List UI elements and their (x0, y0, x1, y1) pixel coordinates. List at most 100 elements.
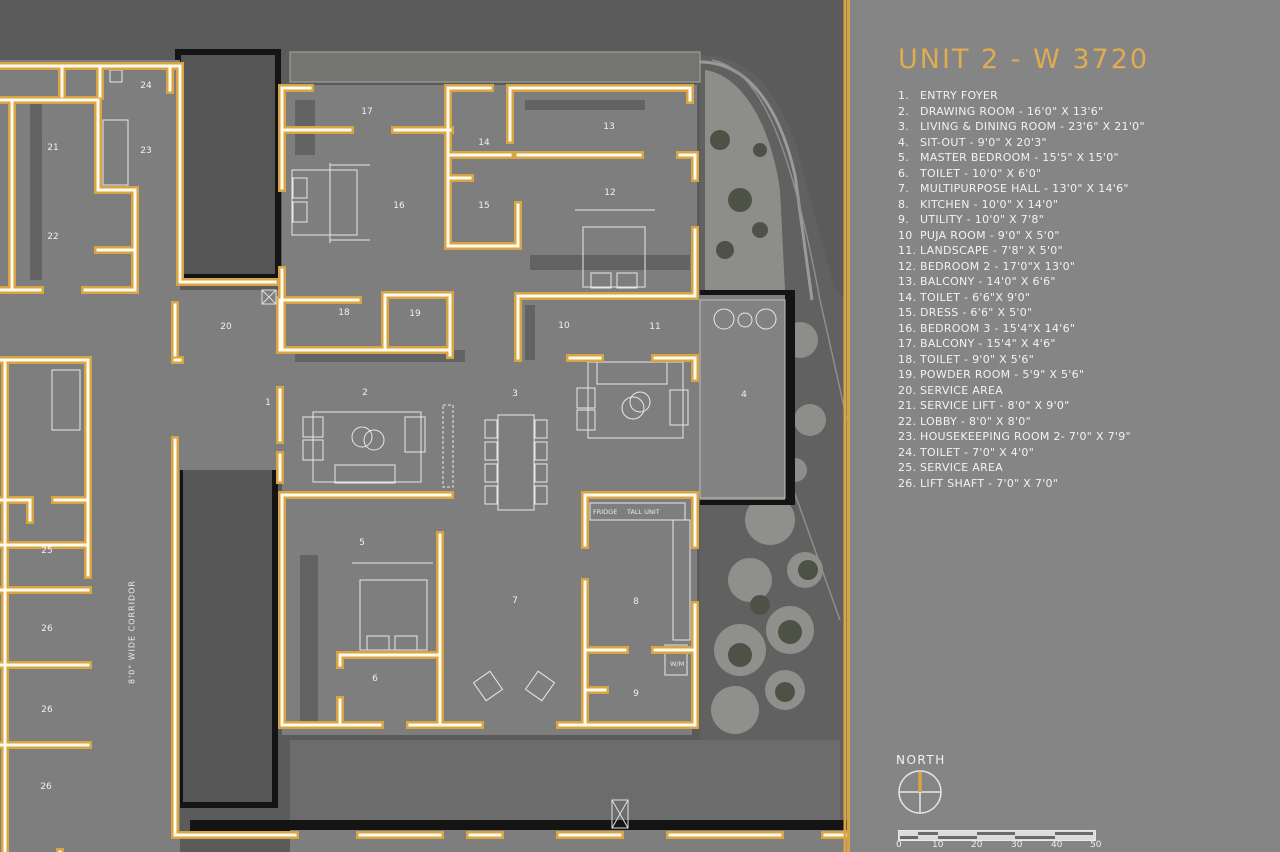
floor-plan-drawing (0, 0, 847, 852)
legend-item: 20.SERVICE AREA (898, 383, 1145, 399)
legend-number: 3. (898, 120, 910, 133)
legend-text: SERVICE AREA (920, 383, 1004, 397)
furniture (51, 69, 777, 702)
legend-number: 24. (898, 445, 917, 459)
room-label-25: 25 (41, 546, 53, 556)
legend-text: TOILET - 7'0" X 4'0" (920, 445, 1035, 459)
legend-number: 20. (898, 383, 917, 397)
room-legend: 1. ENTRY FOYER 2.DRAWING ROOM - 16'0" X 1… (898, 88, 1145, 491)
north-arrow-icon (898, 770, 942, 814)
legend-number: 6. (898, 166, 910, 180)
legend-item: 17.BALCONY - 15'4" X 4'6" (898, 336, 1145, 352)
legend-number: 18. (898, 352, 917, 366)
unit-title: UNIT 2 - W 3720 (898, 44, 1150, 75)
legend-item: 18.TOILET - 9'0" X 5'6" (898, 352, 1145, 368)
legend-item: 26.LIFT SHAFT - 7'0" X 7'0" (898, 476, 1145, 492)
legend-text: MASTER BEDROOM - 15'5" X 15'0" (920, 151, 1119, 164)
legend-number: 26. (898, 476, 917, 490)
legend-item: 6. TOILET - 10'0" X 6'0" (898, 166, 1145, 182)
legend-number: 7. (898, 182, 910, 195)
legend-text: PUJA ROOM - 9'0" X 5'0" (920, 228, 1060, 242)
legend-item: 12.BEDROOM 2 - 17'0"X 13'0" (898, 259, 1145, 275)
tall-unit-label: TALL UNIT (627, 508, 660, 516)
legend-number: 16. (898, 321, 917, 335)
legend-number: 4. (898, 135, 910, 149)
legend-item: 16.BEDROOM 3 - 15'4"X 14'6" (898, 321, 1145, 337)
legend-text: UTILITY - 10'0" X 7'8" (920, 213, 1045, 226)
legend-item: 11.LANDSCAPE - 7'8" X 5'0" (898, 243, 1145, 259)
room-label-26: 26 (41, 705, 53, 715)
washing-machine-label: W/M (670, 660, 685, 668)
scale-labels: 0 10 20 30 40 50 (896, 840, 1106, 852)
legend-text: LIVING & DINING ROOM - 23'6" X 21'0" (920, 120, 1145, 133)
legend-number: 22. (898, 414, 917, 428)
legend-number: 1. (898, 89, 910, 102)
legend-text: LOBBY - 8'0" X 8'0" (920, 414, 1031, 428)
corridor-label: 8'0" WIDE CORRIDOR (127, 579, 137, 685)
legend-text: TOILET - 10'0" X 6'0" (920, 166, 1042, 180)
legend-item: 14.TOILET - 6'6"X 9'0" (898, 290, 1145, 306)
scale-tick: 20 (971, 840, 983, 850)
legend-text: BEDROOM 2 - 17'0"X 13'0" (920, 259, 1076, 273)
scale-bar (898, 830, 1096, 841)
room-label-9: 9 (633, 689, 639, 699)
legend-text: SERVICE AREA (920, 461, 1004, 474)
legend-text: POWDER ROOM - 5'9" X 5'6" (920, 368, 1085, 381)
room-label-11: 11 (649, 322, 661, 332)
legend-text: ENTRY FOYER (920, 89, 999, 102)
room-label-7: 7 (512, 596, 518, 606)
room-label-4: 4 (741, 390, 747, 400)
legend-item: 2.DRAWING ROOM - 16'0" X 13'6" (898, 104, 1145, 120)
legend-item: 1. ENTRY FOYER (898, 88, 1145, 104)
legend-number: 8. (898, 197, 910, 211)
room-label-19: 19 (409, 309, 421, 319)
legend-item: 21.SERVICE LIFT - 8'0" X 9'0" (898, 398, 1145, 414)
legend-text: SERVICE LIFT - 8'0" X 9'0" (920, 399, 1070, 412)
room-label-26: 26 (40, 782, 52, 792)
legend-item: 19.POWDER ROOM - 5'9" X 5'6" (898, 367, 1145, 383)
room-label-21: 21 (47, 143, 59, 153)
room-label-23: 23 (140, 146, 152, 156)
legend-item: 8. KITCHEN - 10'0" X 14'0" (898, 197, 1145, 213)
legend-number: 2. (898, 104, 910, 118)
floor-plan: 1 2 3 4 5 6 7 8 9 10 11 12 13 14 15 16 1… (0, 0, 847, 852)
room-label-6: 6 (372, 674, 378, 684)
legend-number: 19. (898, 368, 917, 381)
legend-text: KITCHEN - 10'0" X 14'0" (920, 197, 1059, 211)
legend-number: 15. (898, 306, 917, 319)
room-label-22: 22 (47, 232, 59, 242)
north-label: NORTH (896, 753, 946, 767)
legend-number: 5. (898, 151, 910, 164)
legend-item: 13.BALCONY - 14'0" X 6'6" (898, 274, 1145, 290)
fridge-label: FRIDGE (593, 508, 618, 516)
room-label-24: 24 (140, 81, 152, 91)
legend-item: 9. UTILITY - 10'0" X 7'8" (898, 212, 1145, 228)
room-label-5: 5 (359, 538, 365, 548)
scale-tick: 10 (932, 840, 944, 850)
legend-item: 4. SIT-OUT - 9'0" X 20'3" (898, 135, 1145, 151)
room-label-1: 1 (265, 398, 271, 408)
legend-item: 22.LOBBY - 8'0" X 8'0" (898, 414, 1145, 430)
scale-tick: 40 (1051, 840, 1063, 850)
room-label-3: 3 (512, 389, 518, 399)
room-label-2: 2 (362, 388, 368, 398)
shaft-symbols (261, 289, 629, 829)
legend-text: HOUSEKEEPING ROOM 2- 7'0" X 7'9" (920, 430, 1131, 443)
legend-text: LIFT SHAFT - 7'0" X 7'0" (920, 476, 1059, 490)
legend-item: 15.DRESS - 6'6" X 5'0" (898, 305, 1145, 321)
room-label-8: 8 (633, 597, 639, 607)
legend-number: 12. (898, 259, 917, 273)
room-label-17: 17 (361, 107, 373, 117)
legend-number: 9. (898, 213, 910, 226)
scale-tick: 0 (896, 840, 902, 850)
room-label-20: 20 (220, 322, 232, 332)
legend-text: SIT-OUT - 9'0" X 20'3" (920, 135, 1047, 149)
room-label-15: 15 (478, 201, 490, 211)
legend-number: 25. (898, 461, 917, 474)
room-label-13: 13 (603, 122, 615, 132)
legend-item: 5. MASTER BEDROOM - 15'5" X 15'0" (898, 150, 1145, 166)
legend-text: BEDROOM 3 - 15'4"X 14'6" (920, 321, 1076, 335)
legend-text: MULTIPURPOSE HALL - 13'0" X 14'6" (920, 182, 1129, 195)
legend-item: 25.SERVICE AREA (898, 460, 1145, 476)
